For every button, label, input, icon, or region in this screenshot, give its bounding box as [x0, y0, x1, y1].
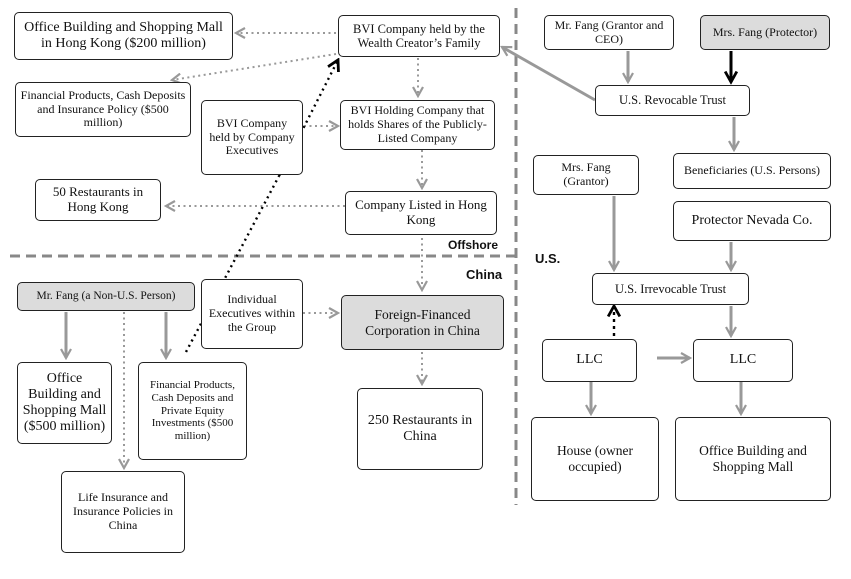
node-mr-fang-grantor-ceo: Mr. Fang (Grantor and CEO) — [544, 15, 674, 50]
arrow-bvi-exec-to-bvi-family — [277, 60, 338, 177]
arrow-bvi-family-to-financial-hk — [172, 53, 337, 80]
node-mrs-fang-grantor: Mrs. Fang (Grantor) — [533, 155, 639, 195]
region-us-label: U.S. — [535, 251, 561, 266]
node-us-irrevocable-trust: U.S. Irrevocable Trust — [592, 273, 749, 305]
node-protector-nevada: Protector Nevada Co. — [673, 201, 831, 241]
node-office-china: Office Building and Shopping Mall ($500 … — [17, 362, 112, 444]
node-life-insurance: Life Insurance and Insurance Policies in… — [61, 471, 185, 553]
node-financial-hk: Financial Products, Cash Deposits and In… — [15, 82, 191, 137]
node-us-revocable-trust: U.S. Revocable Trust — [595, 85, 750, 116]
node-llc-left: LLC — [542, 339, 637, 382]
node-bvi-exec: BVI Company held by Company Executives — [201, 100, 303, 175]
node-bvi-holding: BVI Holding Company that holds Shares of… — [340, 100, 495, 150]
node-office-us: Office Building and Shopping Mall — [675, 417, 831, 501]
node-financial-china: Financial Products, Cash Deposits and Pr… — [138, 362, 247, 460]
arrow-revocable-to-bvi-family — [502, 45, 596, 102]
region-offshore-label: Offshore — [448, 238, 499, 252]
node-mr-fang-non-us: Mr. Fang (a Non-U.S. Person) — [17, 282, 195, 311]
node-office-hk: Office Building and Shopping Mall in Hon… — [14, 12, 233, 60]
node-listed-hk: Company Listed in Hong Kong — [345, 191, 497, 235]
node-foreign-corp: Foreign-Financed Corporation in China — [341, 295, 504, 350]
node-restaurants-hk: 50 Restaurants in Hong Kong — [35, 179, 161, 221]
node-beneficiaries: Beneficiaries (U.S. Persons) — [673, 153, 831, 189]
node-house: House (owner occupied) — [531, 417, 659, 501]
node-bvi-family: BVI Company held by the Wealth Creator’s… — [338, 15, 500, 57]
node-llc-right: LLC — [693, 339, 793, 382]
node-restaurants-china: 250 Restaurants in China — [357, 388, 483, 470]
node-individual-exec: Individual Executives within the Group — [201, 279, 303, 349]
node-mrs-fang-protector: Mrs. Fang (Protector) — [700, 15, 830, 50]
region-china-label: China — [466, 267, 503, 282]
